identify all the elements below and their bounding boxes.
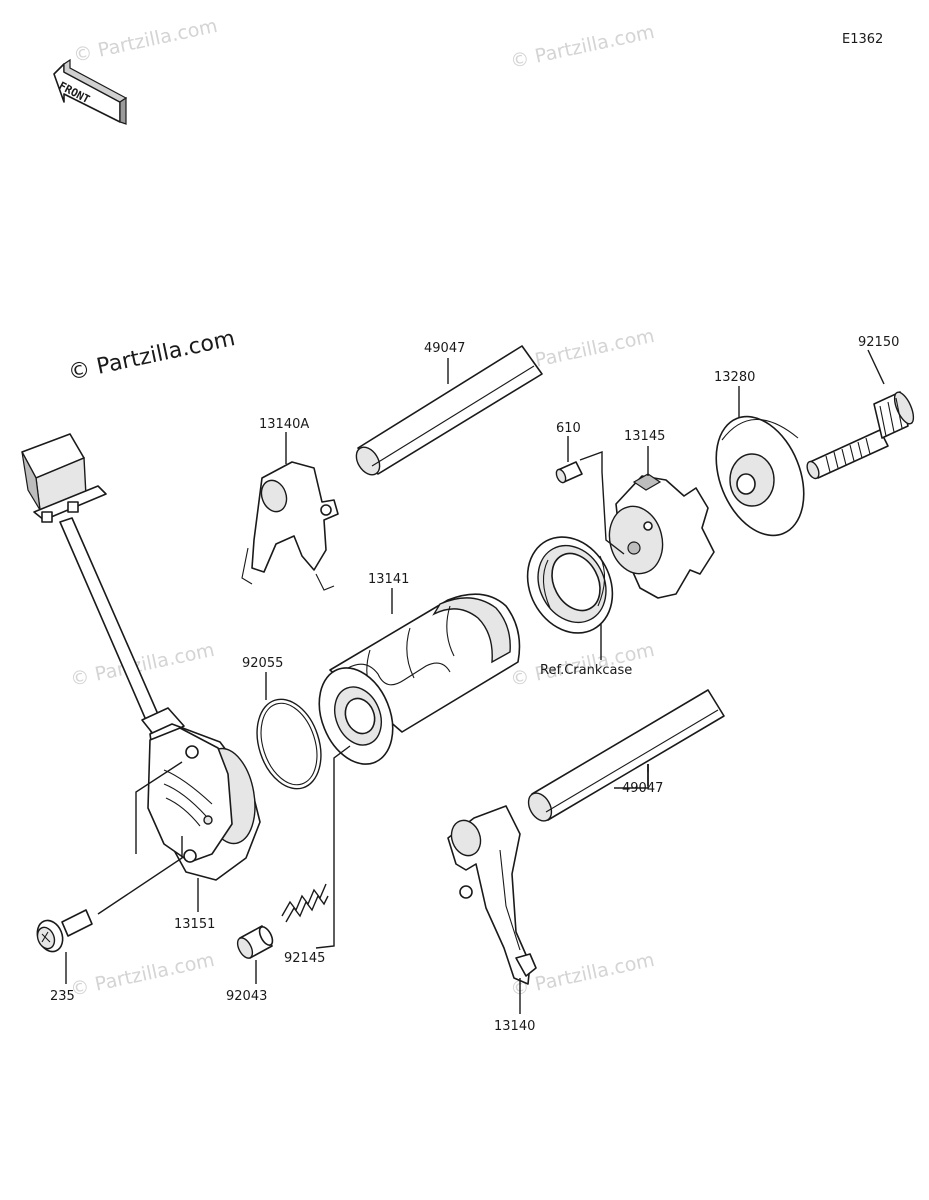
part-labels: 49047 92150 13280 13140A 610 13145 13141… bbox=[50, 335, 899, 1034]
watermark-main: © Partzilla.com bbox=[66, 326, 237, 386]
watermarks: © Partzilla.com © Partzilla.com © Partzi… bbox=[68, 15, 656, 1001]
diagram-code: E1362 bbox=[842, 32, 883, 47]
shift-drum-13141 bbox=[318, 593, 521, 765]
watermark-faint: © Partzilla.com bbox=[71, 15, 219, 67]
label-610: 610 bbox=[556, 421, 581, 436]
shift-fork-13140 bbox=[447, 805, 537, 985]
label-13151: 13151 bbox=[174, 917, 215, 932]
o-ring-92055 bbox=[256, 698, 322, 790]
label-ref-crankcase: Ref.Crankcase bbox=[540, 663, 632, 678]
label-235: 235 bbox=[50, 989, 75, 1004]
watermark-faint: © Partzilla.com bbox=[68, 949, 216, 1001]
shift-cam-13145 bbox=[608, 473, 715, 599]
front-arrow-icon: FRONT bbox=[46, 58, 128, 128]
label-92043: 92043 bbox=[226, 989, 267, 1004]
cam-plate-13280 bbox=[715, 415, 805, 537]
bearing-ref-crankcase bbox=[526, 536, 614, 634]
label-92145: 92145 bbox=[284, 951, 325, 966]
spring-92145 bbox=[281, 883, 329, 923]
label-49047-bottom: 49047 bbox=[622, 781, 663, 796]
label-13140A: 13140A bbox=[259, 417, 309, 432]
label-49047-top: 49047 bbox=[424, 341, 465, 356]
label-13141: 13141 bbox=[368, 572, 409, 587]
sensor-13151 bbox=[21, 433, 261, 881]
label-92150: 92150 bbox=[858, 335, 899, 350]
pin-92043 bbox=[236, 925, 274, 959]
label-92055: 92055 bbox=[242, 656, 283, 671]
watermark-faint: © Partzilla.com bbox=[508, 21, 656, 73]
label-13280: 13280 bbox=[714, 370, 755, 385]
screw-235 bbox=[36, 909, 93, 953]
shift-rod-top bbox=[355, 345, 543, 476]
bolt-92150 bbox=[806, 391, 915, 480]
leader-lines bbox=[65, 349, 885, 1014]
shift-fork-13140A bbox=[241, 461, 339, 591]
label-13140: 13140 bbox=[494, 1019, 535, 1034]
label-13145: 13145 bbox=[624, 429, 665, 444]
shift-rod-bottom bbox=[527, 689, 725, 822]
pin-610 bbox=[555, 461, 583, 484]
